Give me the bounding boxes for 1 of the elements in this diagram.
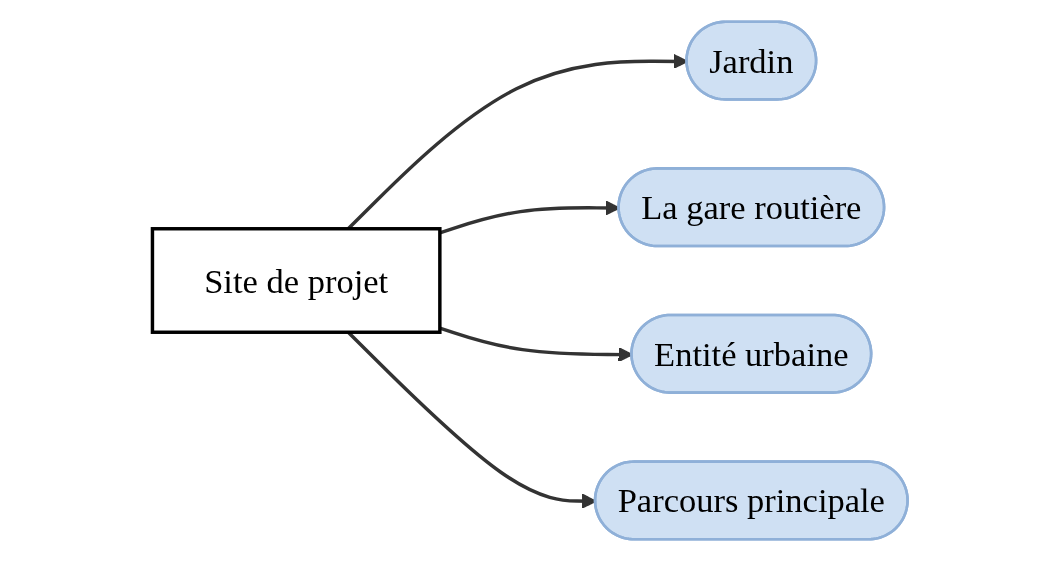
node-box: Site de projet [150,227,442,334]
